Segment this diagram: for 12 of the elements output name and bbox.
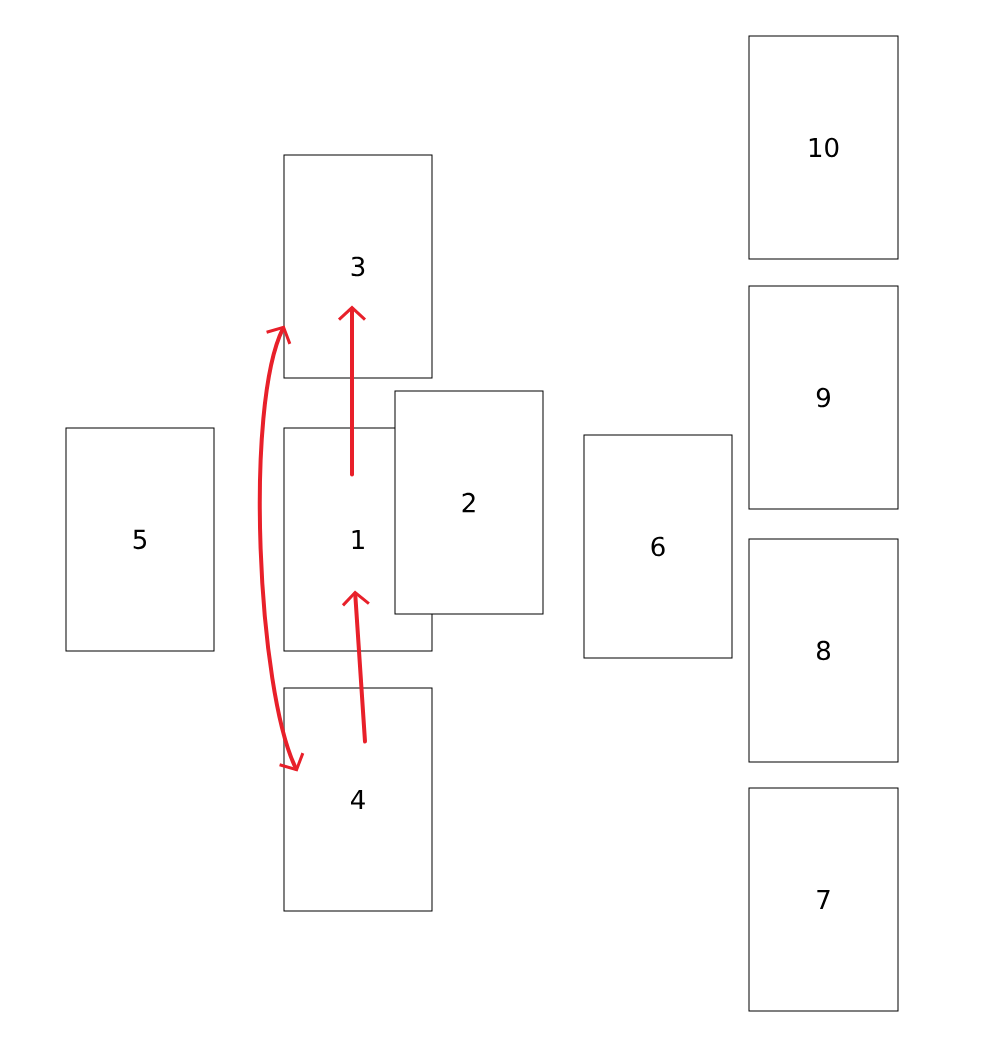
card-box: 7 bbox=[748, 787, 899, 1012]
card-box: 6 bbox=[583, 434, 733, 659]
card-box: 4 bbox=[283, 687, 433, 912]
arrow bbox=[257, 325, 305, 772]
card-box: 9 bbox=[748, 285, 899, 510]
card-box: 5 bbox=[65, 427, 215, 652]
arrow bbox=[338, 305, 366, 477]
card-box: 8 bbox=[748, 538, 899, 763]
arrow bbox=[341, 590, 370, 744]
card-box: 2 bbox=[394, 390, 544, 615]
card-box: 10 bbox=[748, 35, 899, 260]
card-box: 3 bbox=[283, 154, 433, 379]
